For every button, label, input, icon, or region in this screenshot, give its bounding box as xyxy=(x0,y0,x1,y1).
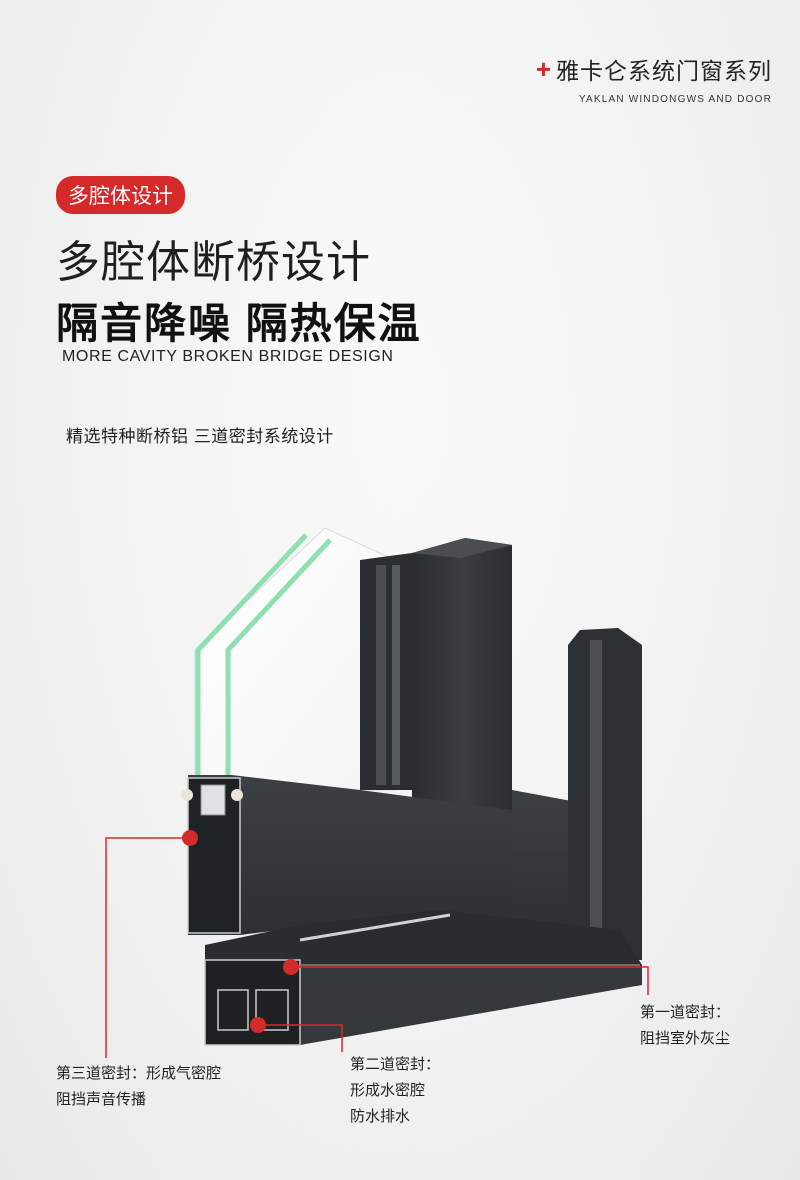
heading-main: 多腔体断桥设计 xyxy=(56,238,371,287)
callout-second-seal: 第二道密封： 形成水密腔 防水排水 xyxy=(350,1052,440,1130)
callout-first-seal: 第一道密封： 阻挡室外灰尘 xyxy=(640,1000,730,1052)
callout-second-line1: 形成水密腔 xyxy=(350,1082,426,1099)
heading-english: MORE CAVITY BROKEN BRIDGE DESIGN xyxy=(62,348,394,365)
gasket-strip xyxy=(376,565,386,785)
sash-rail xyxy=(188,775,512,945)
right-post xyxy=(568,628,642,960)
glazing-bead xyxy=(200,784,226,816)
callout-second-title: 第二道密封： xyxy=(350,1056,441,1073)
glass-edge-inner xyxy=(225,538,332,790)
callout-first-line1: 阻挡室外灰尘 xyxy=(640,1030,731,1047)
seal-marker-third xyxy=(182,830,198,846)
sill-highlight-2 xyxy=(299,913,451,942)
right-post-gasket xyxy=(590,640,602,930)
callout-second-line2: 防水排水 xyxy=(350,1108,411,1125)
callout-line-second xyxy=(258,1024,343,1052)
seal-marker-first xyxy=(283,959,299,975)
brand-block: + 雅卡仑系统门窗系列 YAKLAN WINDONGWS AND DOOR xyxy=(536,52,772,105)
seal-dot-1 xyxy=(181,789,193,801)
callout-first-title: 第一道密封： xyxy=(640,1004,731,1021)
callout-third-seal: 第三道密封：形成气密腔 阻挡声音传播 xyxy=(56,1061,221,1113)
callout-third-line1: 阻挡声音传播 xyxy=(56,1091,147,1108)
callout-third-title: 第三道密封：形成气密腔 xyxy=(56,1065,222,1082)
brand-subtitle: YAKLAN WINDONGWS AND DOOR xyxy=(578,94,772,105)
frame-cavity-inner xyxy=(217,989,249,1031)
description-text: 精选特种断桥铝 三道密封系统设计 xyxy=(66,427,334,446)
gasket-strip-2 xyxy=(392,565,400,785)
seal-marker-second xyxy=(250,1017,266,1033)
heading-bold: 隔音降噪 隔热保温 xyxy=(56,300,422,347)
brand-name: 雅卡仑系统门窗系列 xyxy=(556,58,772,84)
brand-title: + 雅卡仑系统门窗系列 xyxy=(536,52,772,86)
feature-tag: 多腔体设计 xyxy=(56,176,185,214)
frame-cavity-inner-2 xyxy=(255,989,289,1031)
frame-cavity xyxy=(204,959,301,1046)
seal-dot-2 xyxy=(231,789,243,801)
glass-edge-outer xyxy=(195,533,308,790)
mullion-top xyxy=(412,538,512,558)
callout-line-third xyxy=(105,837,190,1058)
callout-line-first xyxy=(290,966,649,995)
outer-frame-face xyxy=(300,965,642,1045)
plus-icon: + xyxy=(535,54,552,84)
